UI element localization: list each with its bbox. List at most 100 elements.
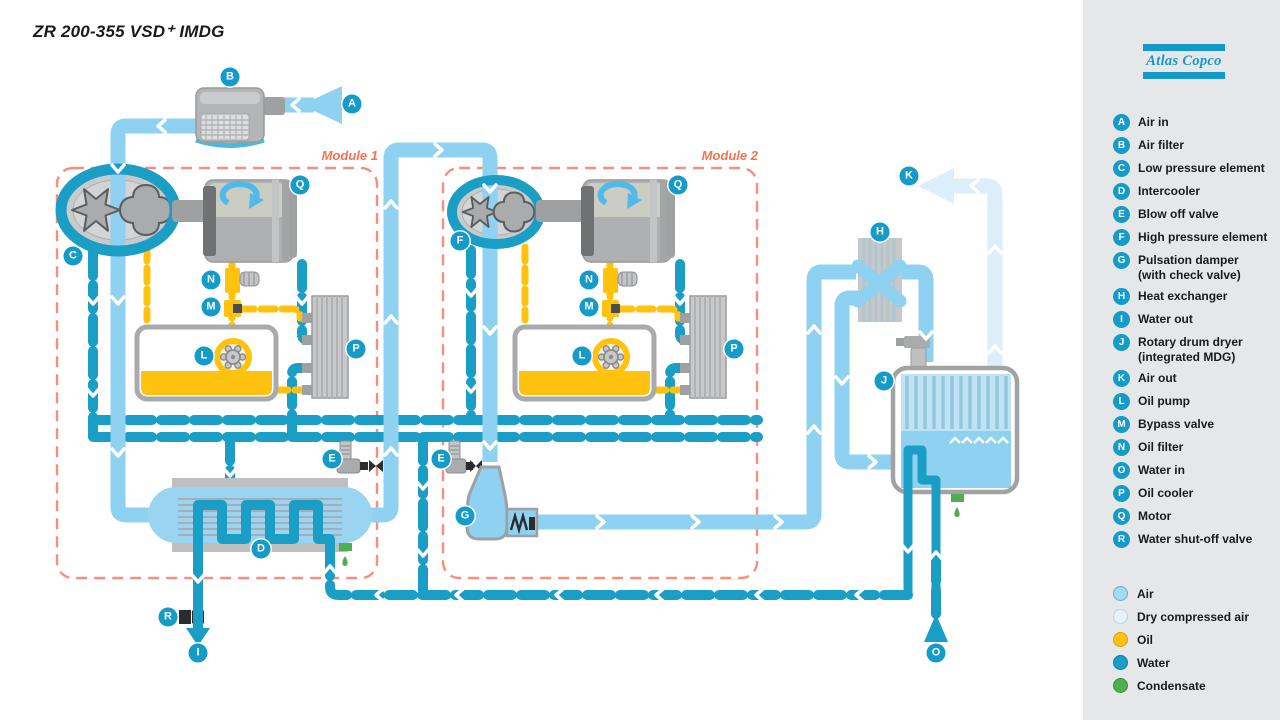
legend-badge: B <box>1113 137 1130 154</box>
water-out-arrow <box>186 606 210 646</box>
logo-bar-bottom <box>1143 72 1225 79</box>
water-in-funnel <box>924 614 948 642</box>
diagram-badge-oil-cooler-1: P <box>346 339 366 359</box>
oil-filter-1-shape <box>225 268 260 293</box>
diagram-badge-lp-element: C <box>63 246 83 266</box>
diagram-badge-heat-exchanger: H <box>870 222 890 242</box>
legend-item-k: K Air out <box>1113 370 1273 387</box>
color-legend-air: Air <box>1113 582 1273 605</box>
color-legend-oil: Oil <box>1113 628 1273 651</box>
diagram-badge-bypass-valve-1: M <box>201 297 221 317</box>
water-color-swatch <box>1113 655 1128 670</box>
legend-badge: J <box>1113 334 1130 351</box>
legend-label: Water out <box>1138 312 1193 326</box>
legend-label: High pressure element <box>1138 230 1268 244</box>
air-color-swatch <box>1113 586 1128 601</box>
legend-label: Water shut-off valve <box>1138 532 1253 546</box>
legend-label: Blow off valve <box>1138 207 1219 221</box>
legend-item-e: E Blow off valve <box>1113 206 1273 223</box>
diagram-badge-oil-pump-2: L <box>572 346 592 366</box>
color-legend-condensate: Condensate <box>1113 674 1273 697</box>
legend-label: Heat exchanger <box>1138 289 1228 303</box>
legend-label: Oil pump <box>1138 394 1190 408</box>
color-label: Condensate <box>1137 678 1206 693</box>
legend-badge: K <box>1113 370 1130 387</box>
color-label: Dry compressed air <box>1137 609 1250 624</box>
condensate-color-swatch <box>1113 678 1128 693</box>
color-legend: Air Dry compressed air Oil Water Condens… <box>1113 582 1273 697</box>
diagram-badge-oil-filter-1: N <box>201 270 221 290</box>
logo-text: Atlas Copco <box>1146 53 1222 69</box>
legend-label: Air filter <box>1138 138 1185 152</box>
diagram-badge-pulsation-damper: G <box>455 506 475 526</box>
legend-badge: E <box>1113 206 1130 223</box>
dry-air-pipe <box>952 178 1003 440</box>
oil-cooler-1-shape <box>302 295 349 399</box>
color-label: Water <box>1137 655 1170 670</box>
lp-shaft <box>172 200 208 222</box>
legend-sublabel: (with check valve) <box>1138 267 1241 282</box>
heat-exchanger-shape <box>851 238 907 322</box>
legend-badge: C <box>1113 160 1130 177</box>
color-legend-water: Water <box>1113 651 1273 674</box>
oil-filter-2-shape <box>603 268 638 293</box>
module-1-border <box>55 166 379 580</box>
diagram-badge-water-in: O <box>926 643 946 663</box>
diagram-badge-air-in: A <box>342 94 362 114</box>
legend-sublabel: (integrated MDG) <box>1138 349 1236 364</box>
motor-2 <box>581 179 675 263</box>
legend-item-b: B Air filter <box>1113 137 1273 154</box>
legend-item-d: D Intercooler <box>1113 183 1273 200</box>
legend-label: Oil filter <box>1138 440 1184 454</box>
legend-label: Air out <box>1138 371 1177 385</box>
logo-bar-top <box>1143 44 1225 51</box>
oil-cooler-2-shape <box>680 295 727 399</box>
air-out-arrow <box>918 168 954 204</box>
legend-label: Pulsation damper <box>1138 253 1239 267</box>
legend-label: Oil cooler <box>1138 486 1194 500</box>
system-diagram <box>55 86 1020 646</box>
legend-badge: N <box>1113 439 1130 456</box>
page-title: ZR 200-355 VSD⁺ IMDG <box>33 22 225 41</box>
legend-label: Intercooler <box>1138 184 1201 198</box>
legend-label: Water in <box>1138 463 1185 477</box>
diagram-badge-oil-pump-1: L <box>194 346 214 366</box>
condensate-drain-1 <box>339 543 352 566</box>
legend-badge: D <box>1113 183 1130 200</box>
hp-shaft <box>536 200 584 222</box>
bypass-valve-1-shape <box>224 300 242 317</box>
legend-item-n: N Oil filter <box>1113 439 1273 456</box>
legend-badge: R <box>1113 531 1130 548</box>
module-1-label: Module 1 <box>321 148 378 163</box>
legend-badge: M <box>1113 416 1130 433</box>
legend-label: Rotary drum dryer <box>1138 335 1243 349</box>
module-2-border <box>441 166 759 580</box>
diagram-badge-water-out: I <box>188 643 208 663</box>
oil-color-swatch <box>1113 632 1128 647</box>
legend-badge: A <box>1113 114 1130 131</box>
diagram-badge-blow-off-valve-2: E <box>431 449 451 469</box>
legend-item-j: J Rotary drum dryer(integrated MDG) <box>1113 334 1273 364</box>
color-legend-dry-air: Dry compressed air <box>1113 605 1273 628</box>
air-pipes <box>110 97 934 530</box>
legend-badge: Q <box>1113 508 1130 525</box>
intercooler-coil <box>193 500 335 613</box>
atlas-copco-logo: Atlas Copco <box>1143 44 1225 79</box>
diagram-badge-motor-1: Q <box>290 175 310 195</box>
diagram-badge-blow-off-valve-1: E <box>322 449 342 469</box>
air-filter <box>195 87 285 148</box>
dryer-coil <box>903 445 941 619</box>
diagram-badge-oil-filter-2: N <box>579 270 599 290</box>
diagram-badge-air-out: K <box>899 166 919 186</box>
diagram-badge-drum-dryer: J <box>874 371 894 391</box>
